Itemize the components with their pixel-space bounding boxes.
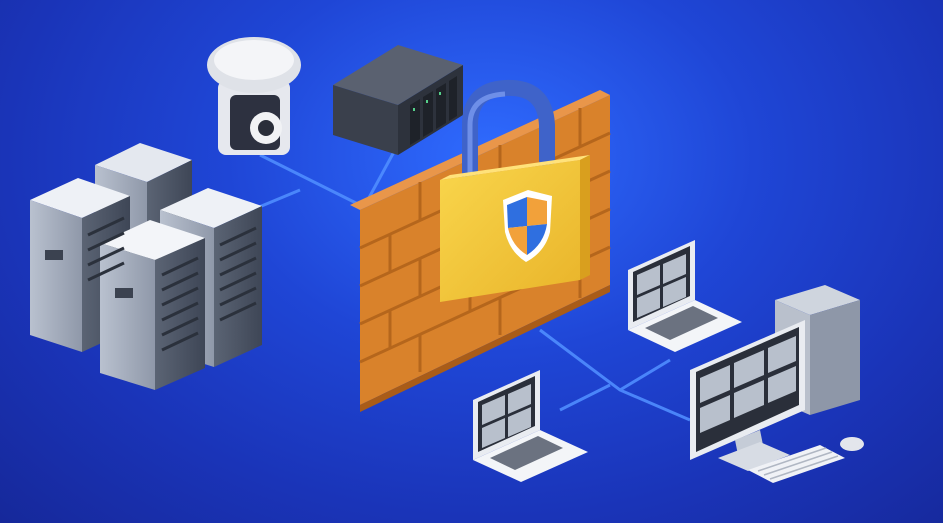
desktop-computer-icon: [690, 285, 864, 483]
nas-storage-icon: [333, 45, 463, 155]
laptop-icon: [628, 240, 742, 352]
security-camera-icon: [207, 37, 301, 155]
server-rack-icon: [30, 143, 262, 390]
shield-icon: [503, 190, 552, 262]
laptop-icon: [473, 370, 588, 482]
